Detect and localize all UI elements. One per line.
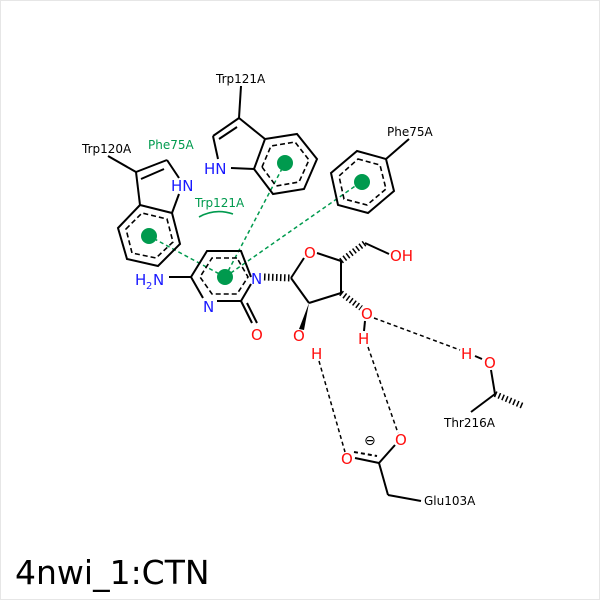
thr-o-atom: O — [484, 354, 496, 372]
centroid-trp121 — [277, 155, 293, 171]
residue-label-phe75: Phe75A — [387, 125, 433, 139]
amine-sub: 2 — [146, 281, 152, 292]
pi-line-trp120 — [148, 235, 226, 278]
hbond-lines — [318, 317, 461, 453]
o2-atom: O — [293, 327, 305, 345]
centroid-trp120 — [141, 228, 157, 244]
residue-label-glu103: Glu103A — [424, 494, 476, 508]
sugar-o: O — [304, 244, 316, 262]
cytosine-ring — [169, 250, 258, 324]
thr216-residue — [470, 355, 525, 413]
trp120-hn: HN — [171, 177, 194, 195]
ribose — [263, 240, 390, 332]
centroid-cytosine — [217, 269, 233, 285]
residue-label-trp120: Trp120A — [81, 142, 132, 156]
diagram-title: 4nwi_1:CTN — [15, 553, 210, 592]
hbond-o2-glu — [318, 360, 346, 453]
negative-charge: ⊖ — [364, 433, 376, 449]
glu-o2: O — [395, 431, 407, 449]
ring-centroids — [141, 155, 370, 285]
o3-atom: O — [361, 305, 373, 323]
amine-h: H — [135, 271, 146, 289]
amine-n: N — [153, 271, 164, 289]
residue-label-thr216: Thr216A — [443, 416, 496, 430]
trp121-residue — [212, 85, 319, 196]
interaction-arc — [198, 210, 234, 218]
centroid-phe75 — [354, 174, 370, 190]
interaction-label-trp121: Trp121A — [194, 196, 245, 210]
h3-atom: H — [358, 330, 369, 348]
trp121-hn: HN — [204, 160, 227, 178]
thr-h-atom: H — [461, 345, 472, 363]
glu103-residue — [353, 444, 422, 502]
phe75-residue — [329, 138, 410, 215]
h2-atom: H — [311, 345, 322, 363]
interaction-label-phe75: Phe75A — [148, 138, 194, 152]
carbonyl-o: O — [251, 326, 263, 344]
ring-n1: N — [251, 270, 262, 288]
hbond-o3-glu — [367, 346, 399, 434]
residue-label-trp121: Trp121A — [215, 72, 266, 86]
trp120-residue — [107, 155, 182, 268]
ring-n3: N — [203, 298, 214, 316]
hbond-o3-thr — [373, 317, 461, 351]
hydroxyl-oh: OH — [390, 247, 413, 265]
glu-o1: O — [341, 450, 353, 468]
pi-line-trp121 — [224, 162, 286, 278]
